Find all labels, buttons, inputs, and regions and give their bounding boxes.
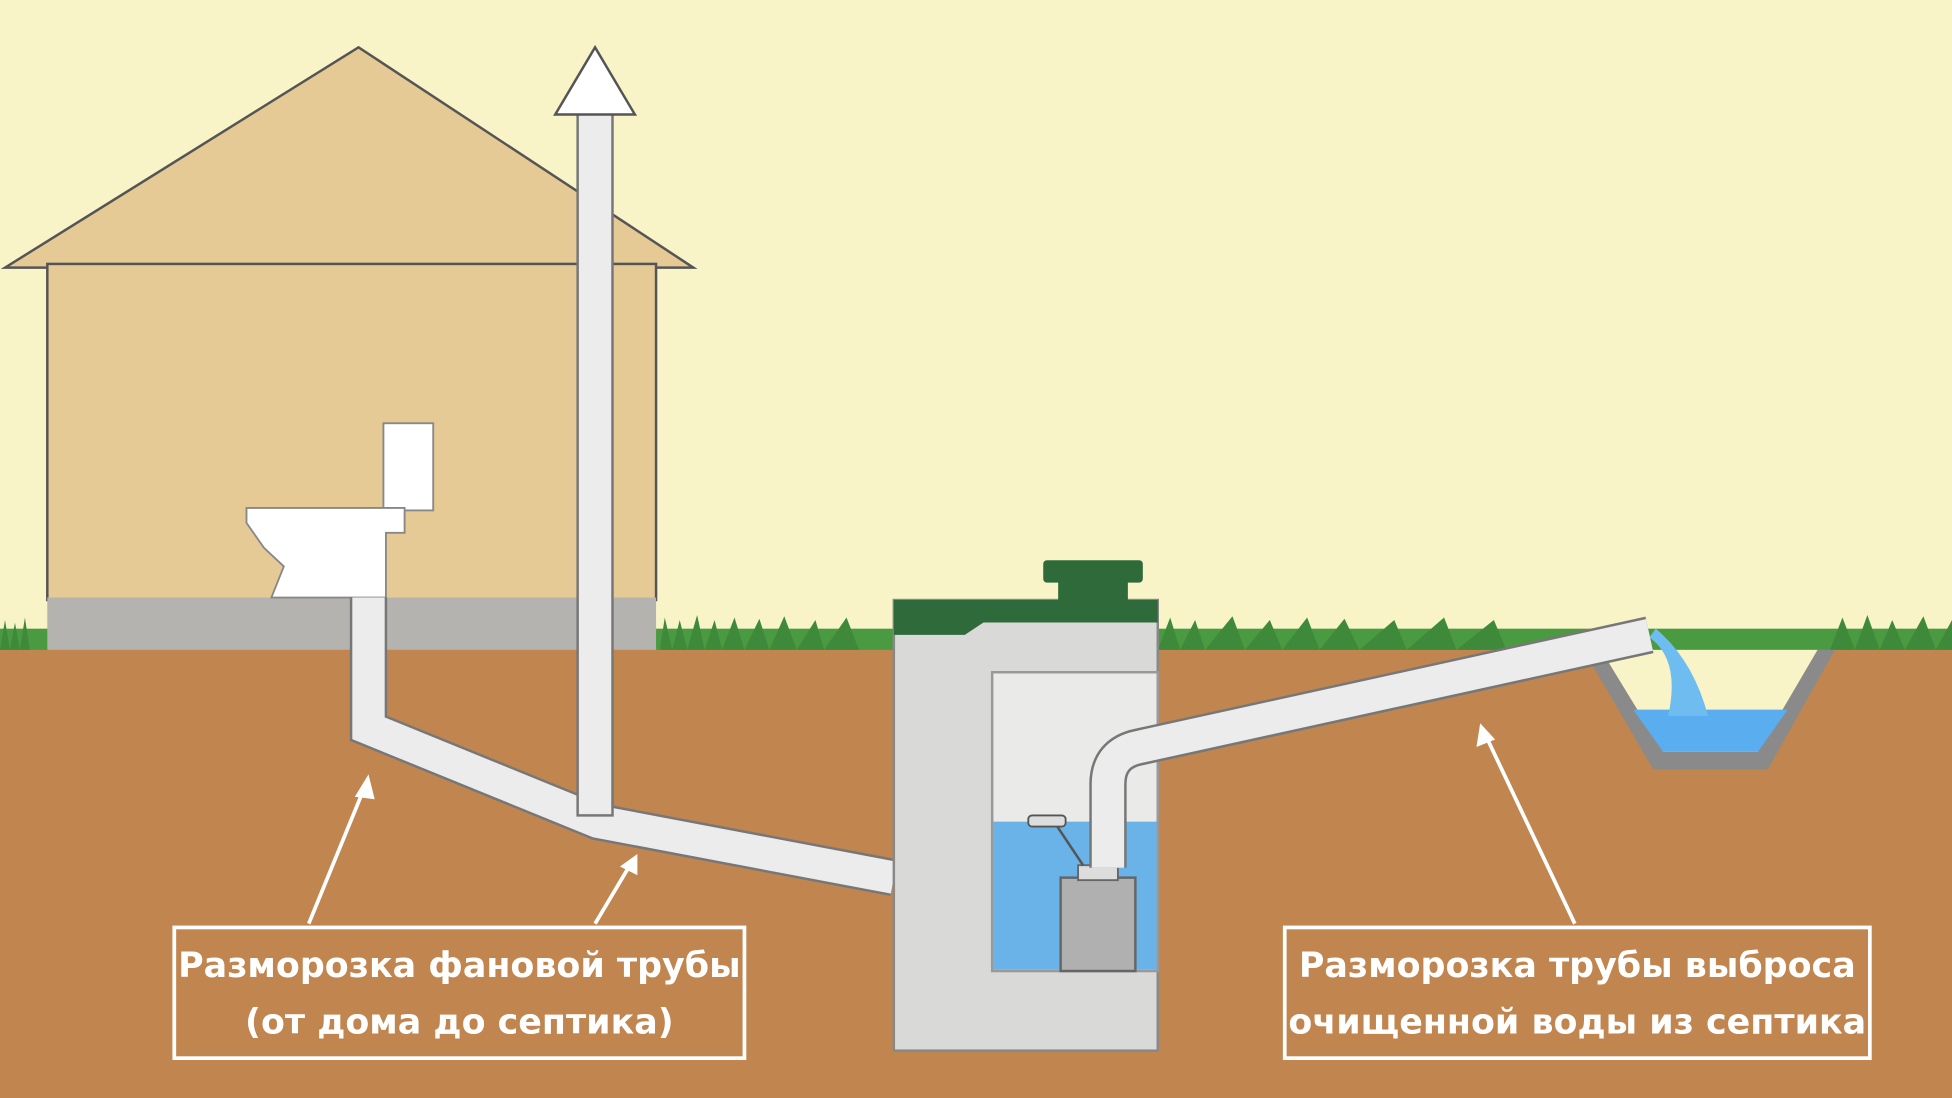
tank-hatch (1043, 560, 1143, 583)
label-right-line2: очищенной воды из септика (1288, 1002, 1866, 1042)
outlet-pipe (1089, 616, 1654, 868)
pointer-arrows (307, 723, 1577, 925)
float-switch (1054, 823, 1085, 866)
arrow-to-sewer-pipe (307, 786, 367, 925)
toilet (245, 422, 435, 599)
tank-lid (893, 600, 1158, 635)
drainage-ditch (1583, 628, 1835, 770)
arrow-to-outlet-pipe (1484, 736, 1577, 925)
arrowhead-icon (1476, 723, 1496, 747)
label-right: Разморозка трубы выброса очищенной воды … (1282, 925, 1872, 1061)
label-left: Разморозка фановой трубы (от дома до сеп… (172, 925, 747, 1061)
vent-cap-icon (553, 44, 638, 116)
arrowhead-icon (619, 854, 638, 876)
label-left-line2: (от дома до септика) (245, 1002, 674, 1042)
pump (1059, 876, 1137, 973)
label-right-line1: Разморозка трубы выброса (1299, 946, 1856, 986)
ditch-water (1633, 709, 1788, 752)
arrowhead-icon (354, 774, 375, 800)
sewer-pipe (349, 597, 898, 897)
arrow-to-sewer-pipe-2 (593, 864, 632, 925)
label-left-line1: Разморозка фановой трубы (178, 946, 740, 986)
water-stream (1649, 628, 1708, 716)
septic-tank (892, 560, 1160, 1052)
vent-pipe (553, 44, 638, 817)
